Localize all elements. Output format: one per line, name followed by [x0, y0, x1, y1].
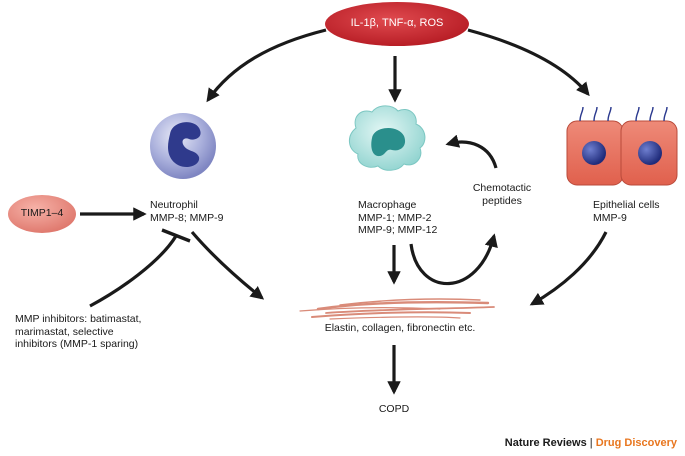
macrophage-mmps-2: MMP-9; MMP-12 [358, 224, 438, 236]
credit-section: Drug Discovery [595, 437, 677, 449]
ecm-label: Elastin, collagen, fibronectin etc. [324, 322, 476, 334]
chemotactic-label: Chemotactic peptides [470, 182, 534, 207]
journal-credit: Nature Reviews | Drug Discovery [505, 437, 677, 449]
neutrophil-name: Neutrophil [150, 199, 198, 211]
epithelial-mmps: MMP-9 [593, 211, 627, 224]
timp-ellipse [8, 195, 76, 233]
arrow-stimuli-to-neutrophil [206, 28, 327, 103]
neutrophil-label: Neutrophil MMP-8; MMP-9 [150, 199, 224, 224]
inhibition-bar [161, 228, 191, 243]
stimuli-ellipse [325, 2, 469, 46]
timp-label: TIMP1–4 [20, 207, 64, 219]
epithelial-cells-icon [566, 106, 678, 186]
chemotactic-line-1: Chemotactic [472, 182, 532, 194]
macrophage-name: Macrophage [358, 199, 417, 211]
inhibitors-line-1: MMP inhibitors: batimastat, [15, 313, 142, 325]
credit-journal: Nature Reviews [504, 437, 587, 449]
inhibition-line [89, 235, 178, 308]
inhibitors-label: MMP inhibitors: batimastat, marimastat, … [15, 313, 141, 351]
stimuli-label: IL-1β, TNF-α, ROS [350, 17, 444, 29]
arrow-neutrophil-to-ecm [190, 230, 265, 300]
epithelial-name: Epithelial cells [593, 199, 660, 211]
credit-separator: | [586, 437, 596, 449]
macrophage-label: Macrophage MMP-1; MMP-2 MMP-9; MMP-12 [358, 199, 437, 237]
neutrophil-icon [150, 113, 216, 179]
arrow-macrophage-to-chemotactic [409, 233, 498, 286]
inhibitors-line-2: marimastat, selective [15, 325, 114, 338]
arrow-stimuli-to-epithelial [467, 28, 590, 97]
arrow-chemotactic-to-macrophage [445, 134, 498, 169]
chemotactic-line-2: peptides [482, 194, 522, 207]
macrophage-mmps-1: MMP-1; MMP-2 [358, 211, 432, 224]
macrophage-icon [349, 105, 426, 171]
epithelial-label: Epithelial cells MMP-9 [593, 199, 660, 224]
neutrophil-mmps: MMP-8; MMP-9 [150, 211, 224, 224]
ecm-fibers-icon [299, 298, 495, 320]
inhibitors-line-3: inhibitors (MMP-1 sparing) [15, 338, 139, 350]
arrow-epithelial-to-ecm [529, 231, 608, 306]
copd-label: COPD [378, 403, 410, 415]
